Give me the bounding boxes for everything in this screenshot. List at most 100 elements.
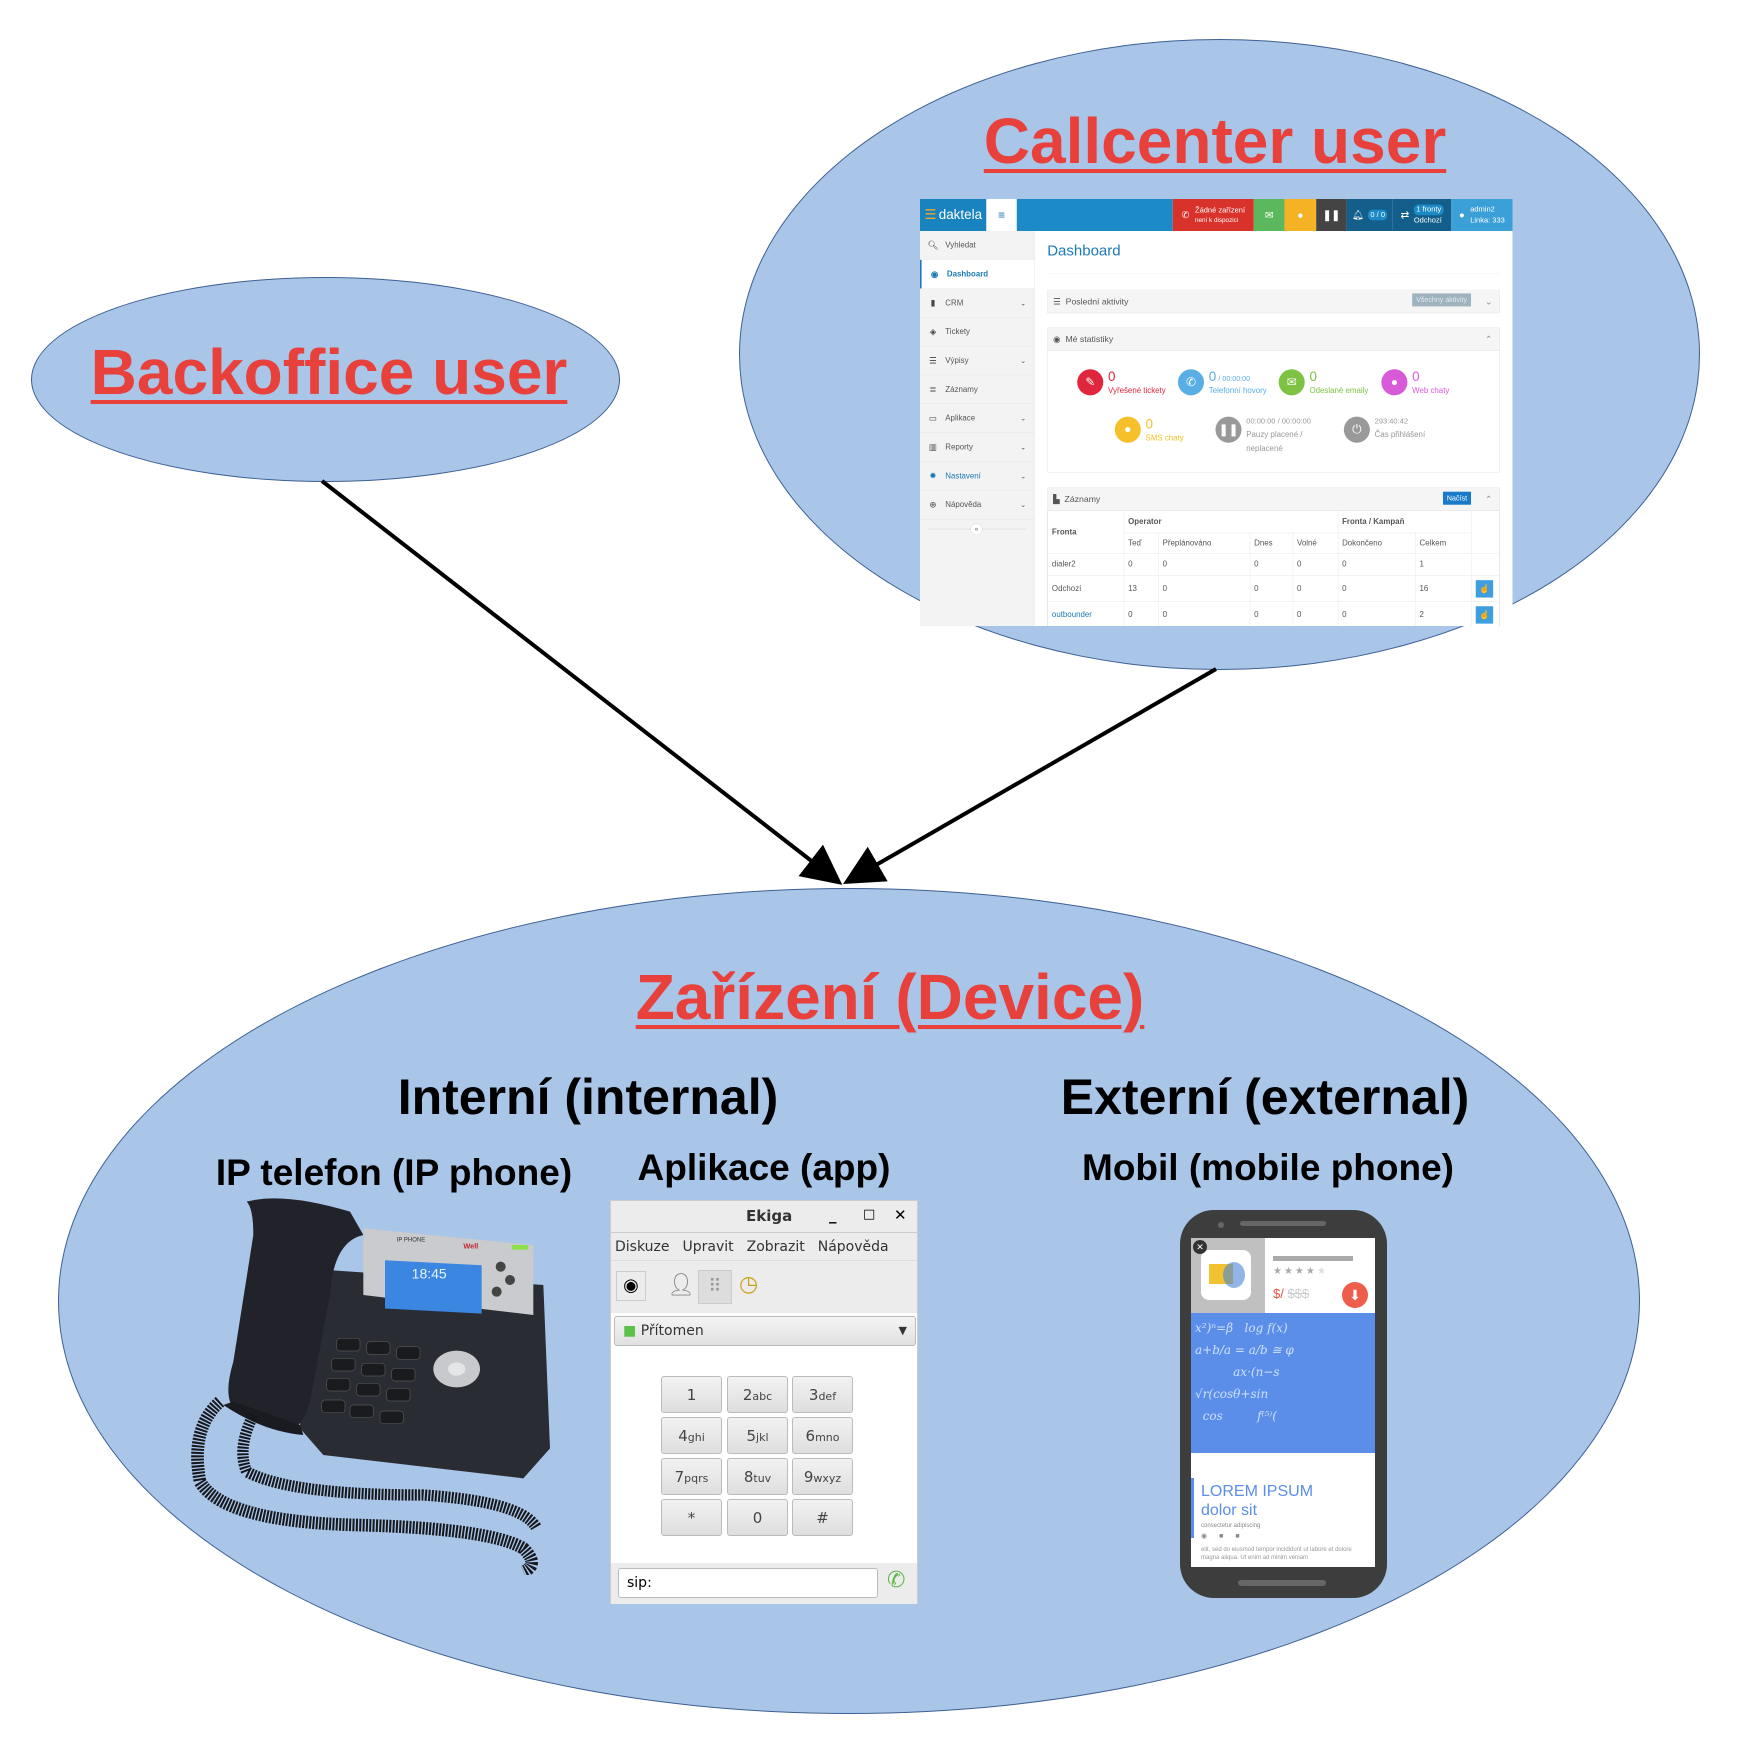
sidebar-item-dashboard[interactable]: ◉Dashboard [920, 259, 1035, 289]
sidebar-item-aplikace[interactable]: ▭Aplikace⌄ [920, 404, 1035, 433]
sidebar-item-reporty[interactable]: ▥Reporty⌄ [920, 433, 1035, 462]
menu-item-nápověda[interactable]: Nápověda [817, 1238, 889, 1255]
webcam-icon[interactable]: ◉ [616, 1271, 646, 1301]
database-icon: ≣ [929, 384, 937, 395]
dialpad-key[interactable]: 3def [792, 1376, 853, 1413]
dialpad-key[interactable]: 5jkl [727, 1417, 788, 1454]
chat-icon: ● [1297, 208, 1304, 221]
hand-pointer-button[interactable]: ☝ [1475, 606, 1494, 624]
bar-chart-icon: ▥ [928, 441, 938, 452]
sidebar-item-tickety[interactable]: ◈Tickety [920, 318, 1035, 347]
dialpad-key[interactable]: 8tuv [727, 1458, 788, 1495]
sip-input[interactable]: sip: [618, 1568, 878, 1598]
hamburger-icon: ≡ [998, 208, 1006, 222]
dialpad-key[interactable]: 7pqrs [661, 1458, 722, 1495]
column-header: Dokončeno [1337, 532, 1416, 554]
queue-name[interactable]: outbounder [1047, 601, 1125, 626]
mobile-label: Mobil (mobile phone) [1081, 1147, 1455, 1188]
dialpad-key[interactable]: # [792, 1499, 853, 1536]
dashboard-icon: ◉ [930, 268, 939, 279]
math-banner: x²)ⁿ=β log f(x)a+b/a = a/b ≅ φ ax·(n−s√r… [1191, 1313, 1375, 1453]
svg-text:18:45: 18:45 [412, 1265, 447, 1281]
stat-icon: ● [1114, 416, 1141, 443]
dialpad-icon[interactable]: ⠿ [698, 1270, 732, 1304]
sidebar-item-nastavení[interactable]: ✹Nastavení⌄ [920, 462, 1035, 491]
cell: 0 [1249, 575, 1294, 602]
speaker [1240, 1221, 1326, 1226]
dialpad-key[interactable]: 1 [661, 1376, 722, 1413]
area-chart-icon: ▙ [1053, 493, 1060, 504]
dialpad-key[interactable]: 9wxyz [792, 1458, 853, 1495]
all-activities-button[interactable]: Všechny aktivity [1412, 293, 1472, 307]
dropdown-arrow-icon: ▼ [898, 1324, 907, 1337]
dialpad-key[interactable]: 6mno [792, 1417, 853, 1454]
chevron-up-icon[interactable]: ⌃ [1485, 493, 1493, 504]
stat-icon: ✆ [1177, 369, 1205, 396]
ekiga-bottom: sip: ✆ [611, 1563, 917, 1604]
cell: 0 [1123, 601, 1159, 626]
download-icon[interactable]: ⬇ [1342, 1282, 1368, 1308]
ekiga-menubar: Diskuze Upravit Zobrazit Nápověda [611, 1233, 917, 1261]
contacts-icon[interactable]: 👤︎ [667, 1273, 695, 1298]
cell: 0 [1292, 575, 1339, 602]
mobile-screen: ✕ ★★★★★ $/ $$$ ⬇ x²)ⁿ=β log f(x)a+b/a = … [1191, 1238, 1375, 1567]
queue-name: Odchozí [1047, 575, 1125, 602]
stat-icon: ● [1381, 369, 1408, 396]
cell: 0 [1123, 553, 1159, 576]
menu-item-zobrazit[interactable]: Zobrazit [746, 1238, 805, 1255]
pause-button[interactable]: ❚❚ [1316, 199, 1347, 231]
dialpad-key[interactable]: 0 [727, 1499, 788, 1536]
column-header: Volné [1292, 532, 1339, 554]
ip-phone-image: IP PHONE Well 18:45 [191, 1198, 550, 1575]
call-button[interactable]: ✆ [887, 1568, 906, 1593]
chevron-up-icon[interactable]: ⌃ [1485, 333, 1493, 344]
collapse-button[interactable]: « [970, 523, 983, 536]
load-button[interactable]: Načíst [1442, 491, 1472, 505]
svg-text:Well: Well [463, 1241, 478, 1250]
notifications-button[interactable]: 🔔︎0 / 0 [1346, 199, 1393, 231]
chat-button[interactable]: ● [1284, 199, 1317, 231]
sidebar-item-crm[interactable]: ▮CRM⌄ [920, 289, 1035, 318]
mobile-phone-image: ✕ ★★★★★ $/ $$$ ⬇ x²)ⁿ=β log f(x)a+b/a = … [1180, 1210, 1387, 1598]
cell: 13 [1123, 575, 1159, 602]
maximize-button[interactable]: □ [863, 1207, 876, 1222]
dialpad-key[interactable]: 4ghi [661, 1417, 722, 1454]
logo[interactable]: ☰daktela [920, 199, 987, 231]
sidebar-item-záznamy[interactable]: ≣Záznamy [920, 375, 1035, 405]
status-dropdown[interactable]: ■ Přítomen ▼ [614, 1316, 916, 1346]
menu-item-upravit[interactable]: Upravit [682, 1238, 734, 1255]
email-button[interactable]: ✉ [1253, 199, 1285, 231]
gear-icon: ✹ [929, 470, 937, 481]
chevron-down-icon[interactable]: ⌄ [1485, 296, 1493, 307]
dialpad-key[interactable]: * [661, 1499, 722, 1536]
stat-icon: ✉ [1278, 369, 1305, 396]
callcenter-title: Callcenter user [983, 105, 1447, 177]
menu-item-diskuze[interactable]: Diskuze [615, 1238, 670, 1255]
dialpad-key[interactable]: 2abc [727, 1376, 788, 1413]
sidebar-item-nápověda[interactable]: ⊕Nápověda⌄ [920, 491, 1035, 520]
cell: 0 [1292, 601, 1339, 626]
call-history-icon[interactable]: ◷ [739, 1272, 759, 1297]
menu-toggle-button[interactable]: ≡ [986, 199, 1017, 231]
sidebar-item-vyhledat[interactable]: 🔍︎Vyhledat [920, 231, 1035, 260]
stat-icon: ✎ [1077, 369, 1104, 396]
close-ad-icon[interactable]: ✕ [1193, 1240, 1207, 1254]
minimize-button[interactable]: _ [829, 1206, 837, 1224]
cell: 0 [1158, 575, 1251, 602]
monitor-icon: ▭ [928, 413, 938, 423]
close-button[interactable]: ✕ [894, 1206, 907, 1224]
sidebar-item-výpisy[interactable]: ☰Výpisy⌄ [920, 346, 1035, 376]
cell: 0 [1337, 553, 1416, 576]
hand-pointer-button[interactable]: ☝ [1475, 579, 1494, 598]
